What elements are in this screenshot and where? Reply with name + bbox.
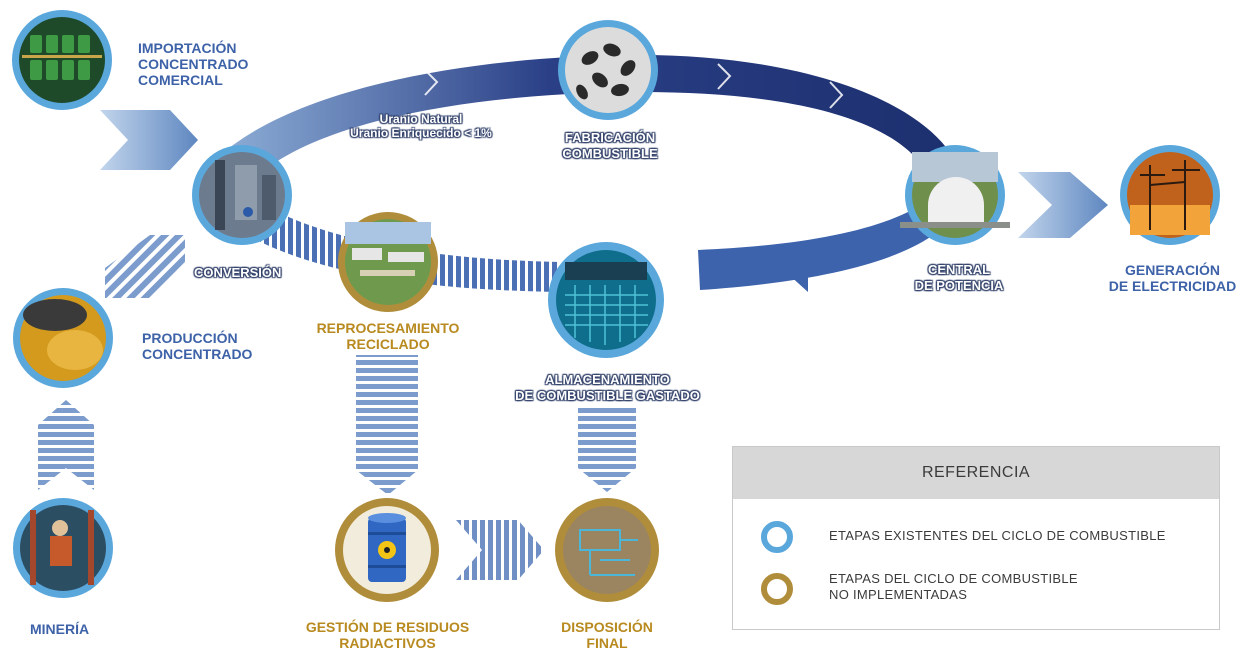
mine-worker-photo-icon — [13, 498, 113, 598]
legend-not-implemented-line2: NO IMPLEMENTADAS — [829, 587, 968, 602]
legend-box: REFERENCIA ETAPAS EXISTENTES DEL CICLO D… — [732, 446, 1220, 630]
not-implemented-ring-icon — [761, 573, 793, 605]
label-almacenamiento: ALMACENAMIENTO DE COMBUSTIBLE GASTADO — [490, 372, 725, 404]
label-importacion-line1: IMPORTACIÓN — [138, 40, 237, 56]
label-fabricacion-line1: FABRICACIÓN — [564, 130, 656, 145]
label-importacion: IMPORTACIÓN CONCENTRADO COMERCIAL — [138, 40, 248, 88]
reprocessing-site-photo-icon — [338, 212, 438, 312]
label-importacion-line2: CONCENTRADO — [138, 56, 249, 72]
nuclear-plant-photo-icon — [900, 145, 1010, 245]
legend-not-implemented-line1: ETAPAS DEL CICLO DE COMBUSTIBLE — [829, 571, 1078, 586]
conversion-plant-photo-icon — [192, 145, 292, 245]
legend-title: REFERENCIA — [733, 447, 1219, 499]
arrow-almacenamiento-to-disposicion — [578, 408, 636, 492]
label-central-line1: CENTRAL — [927, 262, 991, 277]
label-produccion: PRODUCCIÓN CONCENTRADO — [142, 330, 252, 362]
label-uranio-line2: Uranio Enriquecido < 1% — [350, 126, 492, 140]
cycle-lower-left-striped-arc — [235, 200, 560, 292]
spent-fuel-pool-photo-icon — [548, 242, 664, 358]
label-importacion-line3: COMERCIAL — [138, 72, 223, 88]
existing-ring-icon — [761, 521, 793, 553]
label-gestion-line2: RADIACTIVOS — [339, 635, 436, 651]
cycle-upper-arc — [215, 55, 960, 178]
cycle-lower-arrowhead — [778, 240, 808, 292]
legend-existing-text: ETAPAS EXISTENTES DEL CICLO DE COMBUSTIB… — [829, 528, 1166, 543]
arrow-importacion-to-conversion — [100, 110, 198, 170]
label-produccion-line2: CONCENTRADO — [142, 346, 253, 362]
label-almacenamiento-line1: ALMACENAMIENTO — [545, 372, 670, 387]
yellowcake-photo-icon — [13, 288, 113, 388]
radioactive-drum-icon — [335, 498, 439, 602]
label-conversion: CONVERSIÓN — [194, 265, 282, 280]
arrow-produccion-to-conversion — [105, 235, 185, 298]
label-uranio: Uranio Natural Uranio Enriquecido < 1% — [336, 112, 506, 140]
cycle-upper-chevrons — [424, 63, 844, 109]
fuel-pellets-photo-icon — [558, 20, 658, 120]
arrow-central-to-generacion — [1018, 172, 1108, 238]
label-generacion-line2: DE ELECTRICIDAD — [1108, 278, 1237, 294]
label-gestion-line1: GESTIÓN DE RESIDUOS — [305, 619, 470, 635]
barrels-photo-icon — [12, 10, 112, 110]
final-repository-blueprint-icon — [555, 498, 659, 602]
arrow-mineria-to-produccion — [38, 400, 94, 490]
arrow-gestion-to-disposicion — [456, 520, 544, 580]
label-central: CENTRAL DE POTENCIA — [904, 262, 1014, 294]
label-disposicion-line2: FINAL — [586, 635, 628, 651]
arrow-reprocesamiento-to-gestion — [356, 355, 418, 495]
label-mineria: MINERÍA — [30, 621, 90, 637]
label-disposicion-line1: DISPOSICIÓN — [561, 619, 653, 635]
label-almacenamiento-line2: DE COMBUSTIBLE GASTADO — [515, 388, 700, 403]
label-uranio-line1: Uranio Natural — [379, 112, 463, 126]
power-lines-photo-icon — [1120, 145, 1220, 245]
label-produccion-line1: PRODUCCIÓN — [142, 330, 238, 346]
label-disposicion: DISPOSICIÓN FINAL — [548, 619, 666, 651]
label-reprocesamiento-line1: REPROCESAMIENTO — [316, 320, 460, 336]
label-generacion: GENERACIÓN DE ELECTRICIDAD — [1105, 262, 1240, 294]
legend-item-not-implemented: ETAPAS DEL CICLO DE COMBUSTIBLE NO IMPLE… — [753, 565, 1213, 615]
label-central-line2: DE POTENCIA — [914, 278, 1004, 293]
cycle-lower-right-arc — [698, 195, 960, 290]
label-reprocesamiento-line2: RECICLADO — [346, 336, 430, 352]
label-fabricacion-line2: COMBUSTIBLE — [562, 146, 658, 161]
label-fabricacion: FABRICACIÓN COMBUSTIBLE — [555, 130, 665, 162]
label-reprocesamiento: REPROCESAMIENTO RECICLADO — [308, 320, 468, 352]
label-gestion: GESTIÓN DE RESIDUOS RADIACTIVOS — [300, 619, 475, 651]
legend-not-implemented-text: ETAPAS DEL CICLO DE COMBUSTIBLE NO IMPLE… — [829, 571, 1078, 603]
legend-item-existing: ETAPAS EXISTENTES DEL CICLO DE COMBUSTIB… — [753, 513, 1213, 563]
label-generacion-line1: GENERACIÓN — [1125, 262, 1220, 278]
